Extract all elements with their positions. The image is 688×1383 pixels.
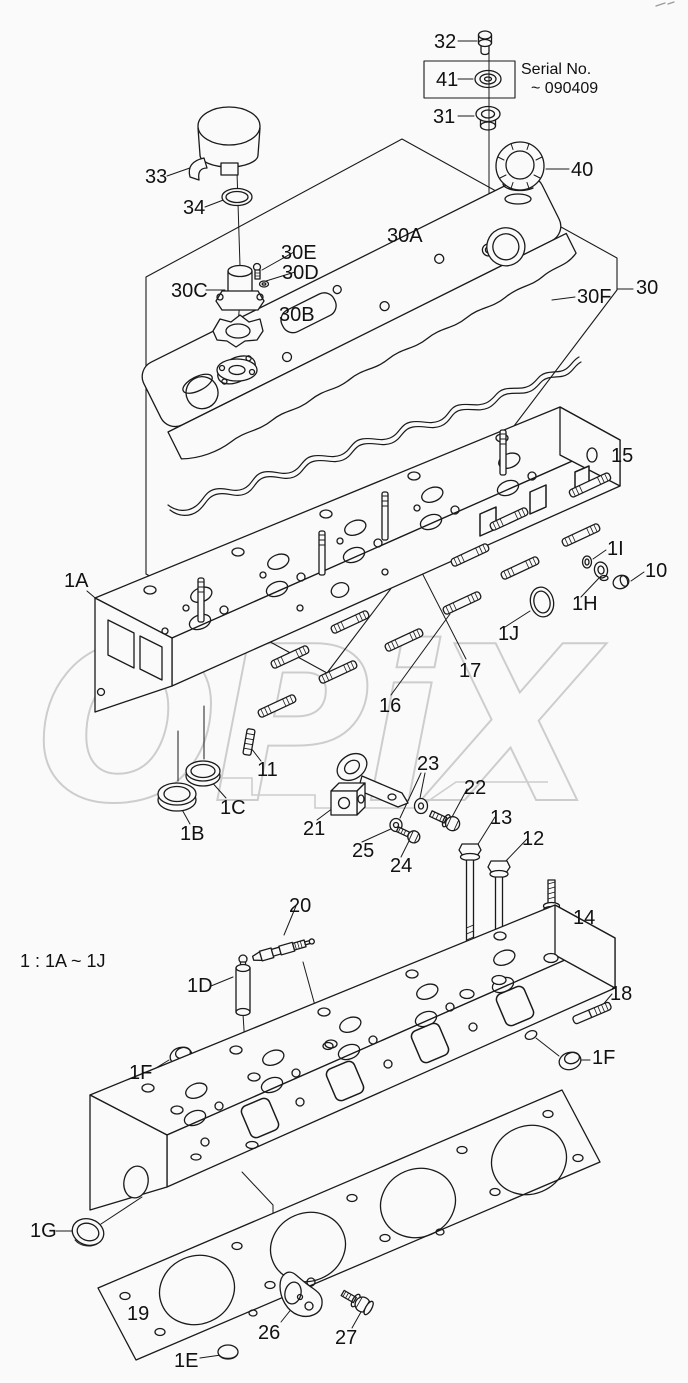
callout-1D: 1D [187,975,213,997]
corner-mark [655,1,675,7]
part-23-washer [413,797,429,815]
callout-20: 20 [289,895,312,917]
callout-16: 16 [379,695,402,717]
callout-11: 11 [257,759,278,781]
callout-30F: 30F [577,286,612,308]
part-11-dowel [242,728,256,756]
callout-19: 19 [127,1303,150,1325]
serial-note-line1: Serial No. [521,61,592,78]
callout-24: 24 [390,855,413,877]
callout-10: 10 [645,560,668,582]
callout-30: 30 [636,277,659,299]
callout-22: 22 [464,777,487,799]
callout-1A: 1A [64,570,89,592]
part-32-cap-nut [477,30,493,56]
callout-1I: 1I [607,538,624,560]
part-30D-washer [258,280,270,288]
part-1F-plug-right [558,1051,582,1071]
part-21-lifting-bracket [330,752,409,816]
callout-14: 14 [573,907,596,929]
callout-30A: 30A [387,225,423,247]
part-1D-valve-guide [235,954,251,1017]
callout-21: 21 [303,818,326,840]
part-24-bolt [395,826,421,844]
callout-1E: 1E [174,1350,199,1372]
watermark-swoosh [218,777,548,809]
part-1C-seat-ring [185,760,221,787]
part-30C-breather-base [215,264,265,311]
callout-33: 33 [145,166,168,188]
callout-32: 32 [434,31,457,53]
part-16-studs [257,507,601,718]
callout-30D: 30D [282,262,319,284]
part-1J-seal [529,586,555,618]
callout-25: 25 [352,840,375,862]
part-1I-ring [581,555,593,569]
part-15-stud [568,472,612,498]
callout-30E: 30E [281,242,317,264]
callout-30B: 30B [279,304,315,326]
part-1B-seat-ring [157,782,197,812]
part-20-glow-plug [251,938,315,962]
callout-23: 23 [417,753,440,775]
callout-18: 18 [610,983,633,1005]
part-1E-plug [217,1344,239,1360]
callout-12: 12 [522,828,545,850]
part-27-bolt [340,1289,374,1316]
part-19-head-gasket [97,1089,601,1361]
part-40-filler-cap [495,141,545,205]
part-17-studs-vertical [197,429,507,623]
part-31-grommet [475,105,501,131]
callout-40: 40 [571,159,594,181]
serial-number-box [423,60,516,99]
part-30F-cover-gasket [167,356,582,516]
part-30B-gasket [212,314,264,348]
callout-30C: 30C [171,280,208,302]
part-41-washer [474,69,502,89]
cover-mount-boss [216,358,258,382]
part-1H-seal [593,561,609,582]
callout-1C: 1C [220,797,246,819]
callout-1J: 1J [498,623,520,645]
callout-1F-right: 1F [592,1047,616,1069]
part-26-cover-plate [279,1271,323,1318]
callout-17: 17 [459,660,482,682]
serial-note-line2: ~ 090409 [531,80,599,97]
callout-26: 26 [258,1322,281,1344]
callout-1H: 1H [572,593,598,615]
part-30E-bolt [252,262,262,280]
callout-1F-left: 1F [129,1062,153,1084]
callout-31: 31 [433,106,456,128]
callout-13: 13 [490,807,513,829]
part-10-plug [612,574,630,590]
part-1G-seal [71,1218,105,1247]
drawing-lines [55,1,675,1361]
callout-1B: 1B [180,823,205,845]
callout-27: 27 [335,1327,358,1349]
part-1-cylinder-head-lower [89,904,616,1211]
callout-1G: 1G [30,1220,57,1242]
assembly-30-enclosure [145,138,634,674]
callout-41: 41 [436,69,459,91]
callout-15: 15 [611,445,634,467]
callout-34: 34 [183,197,206,219]
part-1A-cylinder-head-upper [94,406,621,713]
part-34-o-ring [221,187,253,207]
part-33-breather [188,106,261,181]
part-18-stud [572,1001,612,1025]
part-22-bolt [428,810,461,832]
scale-note: 1 : 1A ~ 1J [20,951,106,971]
